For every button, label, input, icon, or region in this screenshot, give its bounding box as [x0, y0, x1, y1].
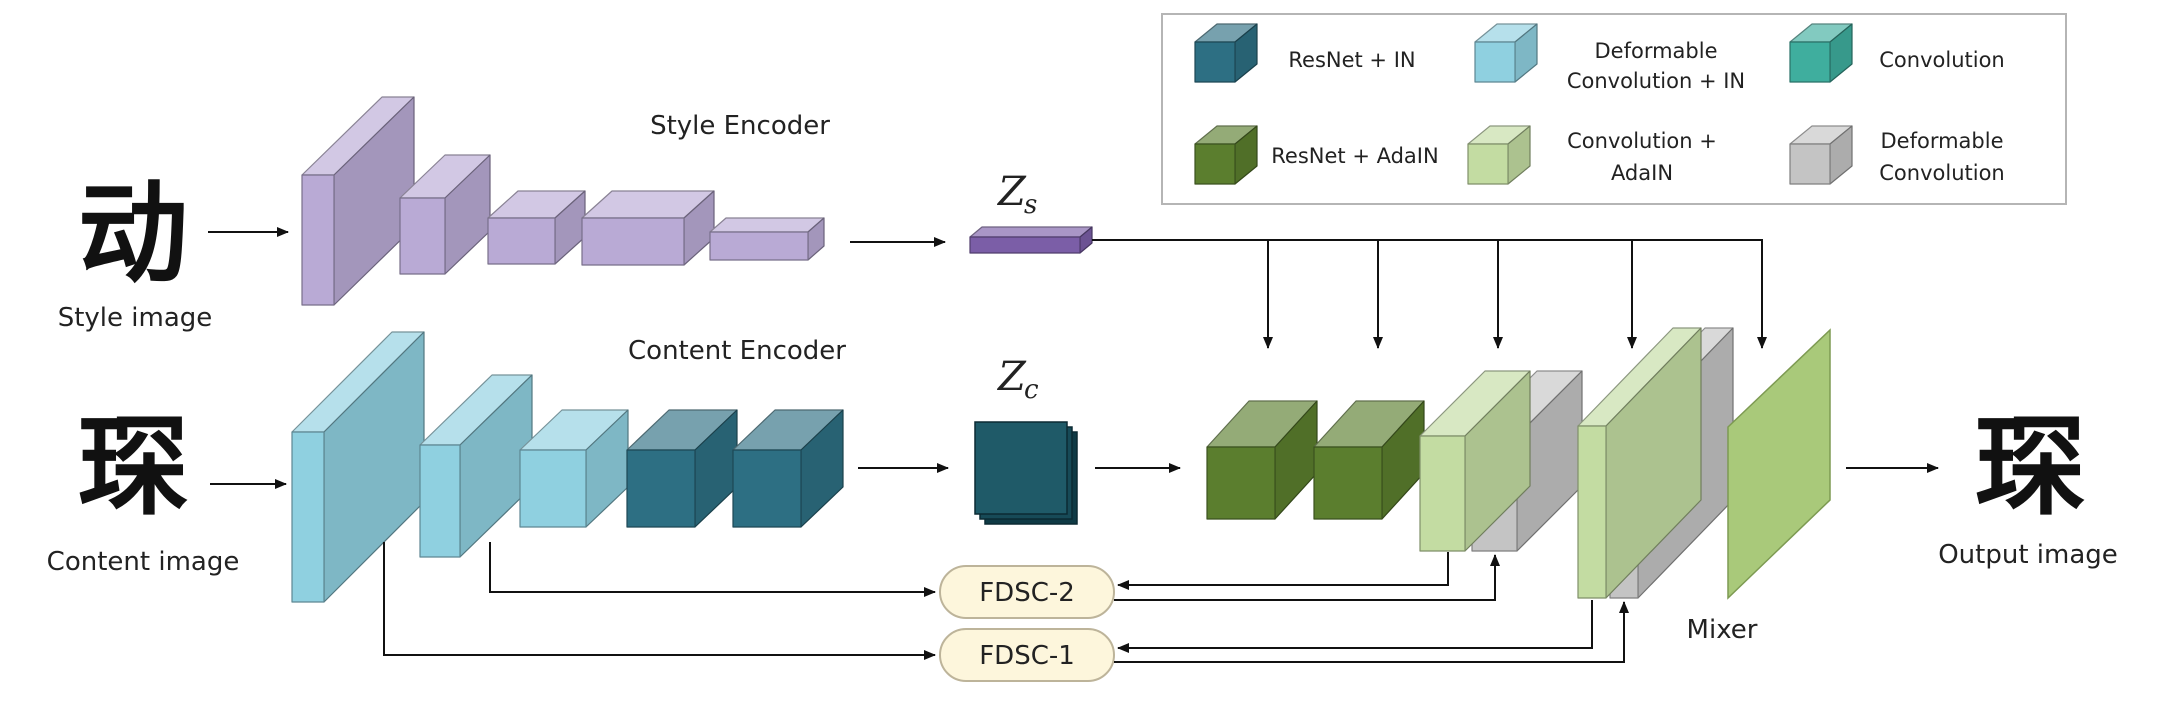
- style-code-bus: [1092, 239, 1767, 349]
- legend-swatch-conv-adain: [1467, 125, 1531, 185]
- legend-label-deform-in-2: Convolution + IN: [1567, 69, 1745, 93]
- mixer-resnet-adain-1: [1206, 400, 1318, 520]
- legend-swatch-deform: [1789, 125, 1853, 185]
- cuboid-front-face: [626, 449, 696, 528]
- content-encoder-block-3: [519, 409, 629, 528]
- cuboid-front-face: [1467, 143, 1509, 185]
- skip-connections: FDSC-2 FDSC-1: [383, 542, 1629, 682]
- cuboid-front-face: [1419, 435, 1466, 552]
- content-latent-subscript: c: [1024, 375, 1039, 405]
- style-encoder-block-1: [301, 96, 415, 306]
- style-encoder-block-3: [487, 190, 586, 265]
- legend-swatch-deform-in: [1474, 23, 1538, 83]
- legend-label-deform-1: Deformable: [1880, 129, 2003, 153]
- fdsc1-node: FDSC-1: [939, 628, 1115, 682]
- legend-label-conv-adain-2: AdaIN: [1611, 161, 1673, 185]
- cuboid-front-face: [1577, 425, 1607, 599]
- output: 琛 Output image: [1846, 402, 2118, 570]
- output-image-label: Output image: [1938, 540, 2118, 570]
- fdsc2-pill: [939, 565, 1115, 619]
- mixer-output-plane: [1727, 328, 1831, 600]
- cuboid-front-face: [519, 449, 587, 528]
- cuboid-top-face: [709, 217, 825, 233]
- cuboid-front-face: [487, 217, 556, 265]
- output-image-glyph: 琛: [1975, 402, 2085, 531]
- legend-label-conv-adain-1: Convolution +: [1567, 129, 1717, 153]
- content-latent-zc: [974, 421, 1078, 525]
- cuboid-front-face: [291, 431, 325, 603]
- skip-line-fdsc1-in: [383, 542, 936, 660]
- style-latent-symbol: Z: [996, 169, 1027, 215]
- content-encoder-block-2: [419, 374, 533, 558]
- content-latent-layer-1: [974, 421, 1068, 515]
- cuboid-top-face: [969, 226, 1093, 238]
- skip-line-fdsc1-back: [1117, 600, 1593, 653]
- content-branch: 琛 Content image Content Encoder Z c: [47, 331, 1181, 603]
- cuboid-front-face: [969, 236, 1081, 254]
- legend-label-deform-2: Convolution: [1879, 161, 2004, 185]
- skip-line-fdsc2-out: [1114, 554, 1500, 601]
- content-encoder-block-5: [732, 409, 844, 528]
- mixer-conv-adain-2: [1577, 327, 1702, 599]
- mixer-conv-adain-1: [1419, 370, 1531, 552]
- cuboid-front-face: [1474, 41, 1516, 83]
- fdsc2-node: FDSC-2: [939, 565, 1115, 619]
- style-branch: 动 Style image Style Encoder Z s: [58, 96, 1093, 333]
- legend-label-conv: Convolution: [1879, 48, 2004, 72]
- fdsc1-label: FDSC-1: [979, 641, 1075, 671]
- cuboid-front-face: [301, 174, 335, 306]
- cuboid-front-face: [1313, 446, 1383, 520]
- style-code-lines: [1092, 239, 1767, 349]
- skip-line-fdsc2-in: [489, 542, 936, 597]
- cuboid-front-face: [581, 217, 685, 266]
- fdsc2-label: FDSC-2: [979, 578, 1075, 608]
- content-image-label: Content image: [47, 547, 240, 577]
- legend-label-resnet-adain: ResNet + AdaIN: [1271, 144, 1438, 168]
- style-image-label: Style image: [58, 303, 213, 333]
- content-encoder-block-4: [626, 409, 738, 528]
- style-encoder-block-4: [581, 190, 715, 266]
- content-latent-symbol: Z: [996, 354, 1027, 400]
- style-latent-subscript: s: [1024, 190, 1037, 220]
- mixer-label: Mixer: [1687, 615, 1758, 645]
- legend-swatch-resnet-adain: [1194, 125, 1258, 185]
- cuboid-front-face: [1789, 143, 1831, 185]
- content-encoder-block-1: [291, 331, 425, 603]
- cuboid-front-face: [709, 231, 809, 261]
- fdsc1-pill: [939, 628, 1115, 682]
- skip-line-fdsc1-out: [1114, 601, 1629, 663]
- legend-box: [1161, 13, 2067, 205]
- legend-label-deform-in-1: Deformable: [1594, 39, 1717, 63]
- cuboid-front-face: [1194, 41, 1236, 83]
- style-latent-zs: [969, 226, 1093, 254]
- legend-swatch-resnet-in: [1194, 23, 1258, 83]
- skip-line-fdsc2-back: [1117, 552, 1449, 590]
- cuboid-front-face: [419, 444, 461, 558]
- style-encoder-block-2: [399, 154, 491, 275]
- mixer: Mixer: [1206, 327, 1831, 645]
- cuboid-front-face: [1194, 143, 1236, 185]
- cuboid-front-face: [399, 197, 446, 275]
- legend-label-resnet-in: ResNet + IN: [1288, 48, 1415, 72]
- legend-swatch-conv: [1789, 23, 1853, 83]
- style-encoder-block-5: [709, 217, 825, 261]
- mixer-resnet-adain-2: [1313, 400, 1425, 520]
- content-image-glyph: 琛: [78, 402, 188, 531]
- style-image-glyph: 动: [78, 169, 188, 298]
- content-encoder-label: Content Encoder: [628, 336, 846, 366]
- cuboid-front-face: [1789, 41, 1831, 83]
- style-encoder-label: Style Encoder: [650, 111, 830, 141]
- cuboid-front-face: [1206, 446, 1276, 520]
- legend: ResNet + IN Deformable Convolution + IN …: [1161, 13, 2067, 205]
- cuboid-front-face: [732, 449, 802, 528]
